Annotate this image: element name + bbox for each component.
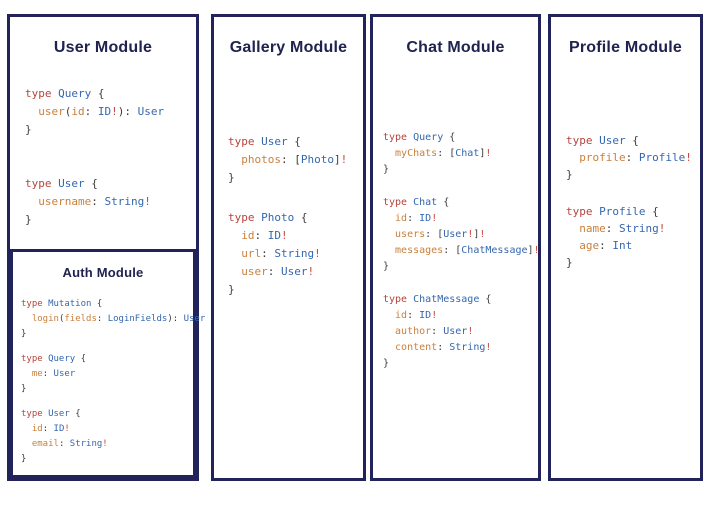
code-line: users: [User!]! [383,228,486,240]
user-module-code: type Query { user(id: ID!): User}type Us… [10,85,196,229]
code-line: myChats: [Chat]! [383,147,492,159]
code-line: photos: [Photo]! [228,152,348,166]
code-line: profile: Profile! [566,150,692,164]
code-line: } [21,454,27,465]
code-block: type Query { myChats: [Chat]!} [383,130,538,178]
code-block: type Profile { name: String! age: Int} [566,203,700,271]
user-module-title: User Module [53,39,153,56]
gallery-module-title: Gallery Module [229,39,348,56]
code-line: age: Int [566,238,633,252]
auth-module-title: Auth Module [62,265,144,280]
profile-module-panel: Profile Module type User { profile: Prof… [548,14,703,481]
code-block: type Mutation { login(fields: LoginField… [21,297,206,342]
gallery-module-code: type User { photos: [Photo]!}type Photo … [214,133,363,299]
code-block: type User { profile: Profile!} [566,132,700,183]
code-line: } [566,255,573,269]
auth-module-panel: Auth Module type Mutation { login(fields… [10,249,206,478]
code-line: } [25,122,32,136]
code-line: } [383,357,390,369]
code-line: username: String! [25,194,151,208]
code-line: } [25,212,32,226]
chat-module-title: Chat Module [406,39,505,56]
chat-module-code: type Query { myChats: [Chat]!}type Chat … [373,130,540,372]
code-line: } [228,170,235,184]
code-line: id: ID! [21,424,70,435]
code-line: } [21,384,27,395]
code-line: type Profile { [566,204,659,218]
code-line: } [228,282,235,296]
code-block: type User { username: String!} [25,175,196,229]
code-line: login(fields: LoginFields): User [21,314,206,325]
code-line: } [21,329,27,340]
code-line: type Query { [21,354,87,365]
code-line: messages: [ChatMessage]! [383,244,540,256]
user-module-panel: User Module type Query { user(id: ID!): … [7,14,206,481]
code-line: type ChatMessage { [383,293,492,305]
code-line: type User { [25,176,98,190]
chat-module-panel: Chat Module type Query { myChats: [Chat]… [370,14,541,481]
code-line: type Query { [383,131,456,143]
code-block: type ChatMessage { id: ID! author: User!… [383,292,538,372]
code-line: name: String! [566,221,666,235]
code-block: type Query { user(id: ID!): User} [25,85,196,139]
code-line: id: ID! [383,212,438,224]
auth-module-code: type Mutation { login(fields: LoginField… [13,297,206,467]
code-line: } [383,163,390,175]
code-line: type User { [566,133,639,147]
code-line: type User { [228,134,301,148]
profile-module-code: type User { profile: Profile!}type Profi… [551,132,700,271]
code-block: type User { id: ID! email: String!} [21,407,193,467]
code-line: } [383,260,390,272]
code-line: user(id: ID!): User [25,104,165,118]
code-line: type Query { [25,86,105,100]
code-line: type Mutation { [21,299,103,310]
code-line: content: String! [383,341,492,353]
code-line: author: User! [383,325,474,337]
gallery-module-panel: Gallery Module type User { photos: [Phot… [211,14,366,481]
code-line: me: User [21,369,76,380]
code-line: id: ID! [383,309,438,321]
code-line: type Photo { [228,210,308,224]
code-block: type Query { me: User} [21,352,193,397]
code-block: type Photo { id: ID! url: String! user: … [228,209,363,299]
code-line: } [566,167,573,181]
code-block: type Chat { id: ID! users: [User!]! mess… [383,195,540,275]
code-line: email: String! [21,439,108,450]
code-block: type User { photos: [Photo]!} [228,133,363,187]
code-line: id: ID! [228,228,288,242]
code-line: type Chat { [383,196,450,208]
code-line: type User { [21,409,81,420]
profile-module-title: Profile Module [568,39,683,56]
code-line: url: String! [228,246,321,260]
code-line: user: User! [228,264,315,278]
